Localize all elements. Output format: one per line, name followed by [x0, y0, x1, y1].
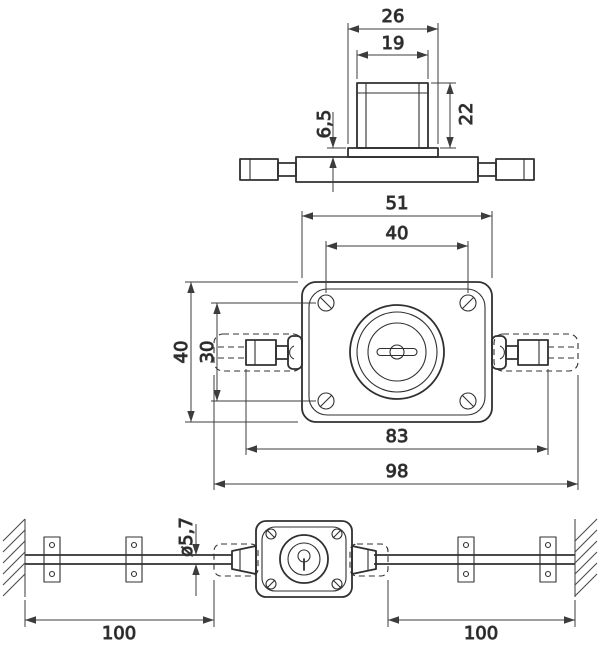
- right-coupling-outline: [349, 543, 389, 577]
- side-view-body: [239, 82, 535, 183]
- case-plate: [295, 156, 479, 183]
- dim-label-plug-height: 22: [456, 103, 477, 126]
- right-latch-bolt: [517, 339, 549, 366]
- left-taper: [231, 545, 257, 575]
- dim-hole-spacing-h: 40: [325, 223, 469, 293]
- front-boss: [349, 304, 445, 400]
- dim-overall-span: 98: [213, 375, 579, 490]
- dim-label-left-distance: 100: [102, 623, 136, 644]
- dim-left-distance: 100: [24, 580, 215, 645]
- collar-flange: [347, 147, 439, 158]
- left-coupling-outline: [213, 543, 259, 577]
- dim-latch-span: 83: [245, 369, 549, 455]
- plug-face: [367, 322, 427, 382]
- dim-label-plug-width: 19: [382, 33, 405, 54]
- lock-case-inner-small: [261, 526, 347, 592]
- rod-clips: [43, 536, 557, 583]
- rod-couplings: [213, 543, 389, 577]
- dim-label-body-width: 51: [386, 193, 409, 214]
- cylinder-plug: [356, 82, 429, 149]
- left-coupling: [277, 162, 297, 177]
- lock-case-outline: [301, 281, 493, 423]
- side-view: 26 19 22 6,5: [239, 6, 535, 192]
- boss-outer-circle: [349, 304, 445, 400]
- installation-lock-body: [255, 520, 353, 598]
- dim-plug-height: 22: [431, 82, 478, 149]
- left-rod-end: [239, 158, 279, 181]
- front-view: 51 40 40 30 83: [171, 193, 579, 490]
- dim-label-latch-span: 83: [386, 426, 409, 447]
- plug-face-small: [287, 542, 321, 576]
- installation-view: ø5,7 100 100: [2, 517, 598, 645]
- left-latch: [213, 333, 303, 372]
- right-latch-travel-outline: [493, 333, 579, 372]
- dim-label-hole-spacing-h: 40: [386, 223, 409, 244]
- dim-label-overall-span: 98: [386, 461, 409, 482]
- dim-label-collar-height: 6,5: [314, 110, 335, 139]
- right-wall: [574, 518, 598, 597]
- dim-body-height: 40: [171, 281, 298, 423]
- rod-clip: [539, 536, 557, 583]
- dim-label-hole-spacing-v: 30: [197, 341, 218, 364]
- front-screws: [317, 294, 477, 410]
- dim-label-flange-width: 26: [382, 6, 405, 27]
- dim-flange-width: 26: [347, 6, 439, 144]
- boss-outer-small: [279, 534, 329, 584]
- key-slot: [376, 347, 418, 357]
- lock-case-outline-small: [255, 520, 353, 598]
- dim-body-width: 51: [301, 193, 493, 278]
- screw-top-right: [459, 294, 477, 312]
- rod-clip: [457, 536, 475, 583]
- boss-ring: [356, 311, 438, 393]
- dim-right-distance: 100: [387, 580, 576, 645]
- dim-label-rod-diameter: ø5,7: [176, 517, 197, 557]
- dim-label-body-height: 40: [171, 341, 192, 364]
- rod-clip: [43, 536, 61, 583]
- left-latch-stem: [275, 345, 289, 360]
- right-latch: [491, 333, 579, 372]
- left-latch-bolt: [245, 339, 277, 366]
- right-latch-stem: [505, 345, 519, 360]
- right-coupling: [477, 162, 497, 177]
- right-guide: [491, 335, 507, 370]
- lock-case-inner-outline: [308, 288, 486, 416]
- dim-label-right-distance: 100: [464, 623, 498, 644]
- dim-rod-diameter: ø5,7: [176, 517, 200, 596]
- right-taper: [351, 545, 377, 575]
- screw-top-left: [317, 294, 335, 312]
- right-rod-end: [495, 158, 535, 181]
- left-guide: [287, 335, 303, 370]
- dim-collar-height: 6,5: [314, 109, 346, 192]
- dim-hole-spacing-v: 30: [197, 302, 316, 402]
- keyhole-circle: [389, 344, 405, 360]
- screw-bottom-left: [317, 392, 335, 410]
- screw-bottom-right: [459, 392, 477, 410]
- rod-clip: [125, 536, 143, 583]
- connecting-rod: [25, 554, 575, 565]
- dim-plug-width: 19: [356, 33, 429, 79]
- left-wall: [2, 518, 26, 597]
- front-body: [301, 281, 493, 423]
